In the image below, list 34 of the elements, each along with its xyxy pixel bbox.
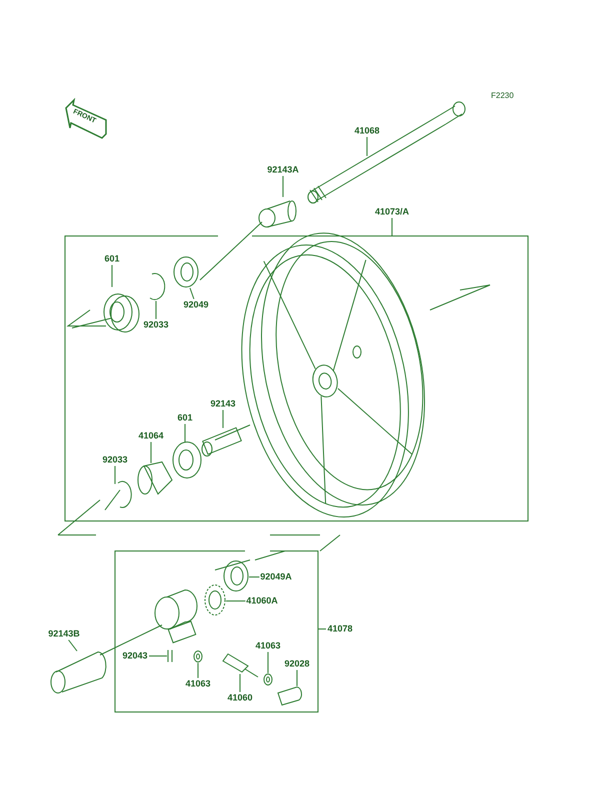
callout-number: 41063	[255, 642, 281, 650]
callout-number: 92143	[210, 400, 236, 408]
figure-code: F2230	[491, 90, 514, 102]
leader-line	[190, 288, 194, 300]
callout-number: 41060	[227, 694, 253, 702]
leader-line	[114, 466, 116, 484]
leader-line	[222, 410, 224, 428]
callout-number: 41063	[185, 680, 211, 688]
callout-number: 41064	[138, 432, 164, 440]
callout-number: 41078	[327, 624, 353, 634]
callout-number: 41060A	[246, 596, 278, 606]
callout-number: 41068	[354, 126, 380, 136]
callout-number: 601	[104, 254, 120, 264]
leader-line	[226, 600, 246, 602]
leader-line	[318, 628, 326, 630]
leader-line	[296, 670, 298, 686]
callout-number: 41073/A	[374, 208, 410, 216]
callout-number: 92143A	[267, 166, 299, 174]
callout-number: 601	[177, 414, 193, 422]
washer-drawing	[263, 673, 273, 686]
leader-line	[248, 576, 260, 578]
leader-line	[68, 640, 78, 652]
washer-drawing	[193, 650, 203, 663]
leader-line	[184, 424, 186, 442]
callout-number: 92143B	[48, 630, 80, 638]
leader-line	[150, 442, 152, 464]
leader-line	[366, 136, 368, 156]
leader-line	[282, 176, 284, 198]
callout-number: 92033	[102, 456, 128, 464]
callout-number: 92033	[143, 320, 169, 330]
callout-number: 92049	[183, 300, 209, 310]
callout-number: 92043	[122, 652, 148, 660]
callout-number: 92049A	[260, 572, 292, 582]
callout-number: 92028	[284, 660, 310, 668]
